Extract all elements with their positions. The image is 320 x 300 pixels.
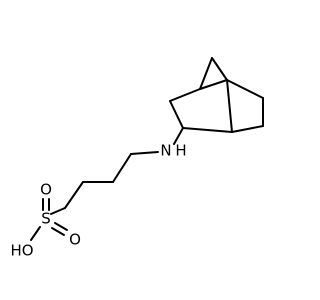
oxygen-top-label: O — [40, 181, 52, 199]
sulfonic-acid-group — [30, 198, 68, 241]
hydroxyl-label: HO — [10, 242, 33, 260]
oxygen-right-label: O — [69, 231, 81, 249]
amine-hydrogen-label: H — [175, 142, 186, 160]
bond-n-ca — [130, 151, 159, 155]
bond-cc-cd — [64, 181, 84, 209]
bond-c3-c4 — [169, 88, 201, 102]
bond-c4-c7-bridge — [199, 57, 213, 90]
atom-labels: N H S O O HO — [10, 142, 186, 260]
bond-s-o-right-b — [51, 227, 65, 236]
bond-c2-c3 — [169, 100, 184, 129]
bond-c7-c1-bridge — [211, 57, 228, 81]
sulfur-label: S — [41, 210, 51, 228]
skeletal-formula: N H S O O HO — [10, 57, 264, 260]
bond-c1b-c2 — [182, 127, 233, 133]
amine-nitrogen-label: N — [160, 142, 171, 160]
bond-s-o-right-a — [54, 222, 68, 231]
bond-c2-n — [173, 127, 184, 145]
bond-c1-c6 — [226, 79, 264, 99]
bond-c5-c1b — [231, 125, 264, 133]
bond-s-oh — [30, 226, 41, 241]
bond-cd-s — [50, 207, 66, 215]
pentyl-chain — [50, 151, 159, 215]
bond-c1b-c1 — [226, 79, 233, 133]
norbornane-ring — [169, 57, 264, 133]
bond-ca-cb — [112, 153, 132, 183]
bond-c4-c5 — [199, 79, 228, 90]
